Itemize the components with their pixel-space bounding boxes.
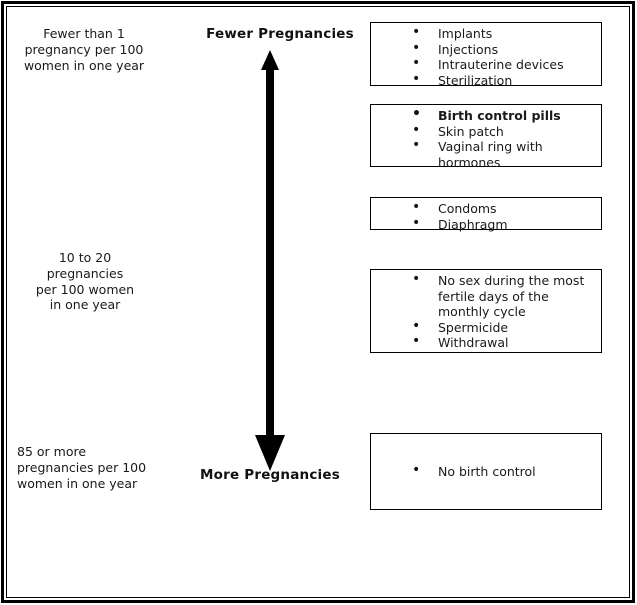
method-box-hormonal: Birth control pills Skin patch Vaginal r… [370,104,602,170]
method-item: Intrauterine devices [371,56,597,73]
rate-note-10-to-20: 10 to 20 pregnancies per 100 women in on… [35,250,135,313]
method-box-most-effective: Implants Injections Intrauterine devices… [370,22,602,88]
method-item: Sterilization [371,72,597,89]
method-item: Spermicide [371,319,597,336]
method-list: No birth control [371,463,601,480]
rate-note-fewer-than-1: Fewer than 1 pregnancy per 100 women in … [23,26,145,73]
method-list: Implants Injections Intrauterine devices… [371,23,601,90]
method-box-no-birth-control: No birth control [370,433,602,510]
method-list: Birth control pills Skin patch Vaginal r… [371,105,601,172]
method-list: No sex during the most fertile days of t… [371,270,601,353]
method-list: Condoms Diaphragm [371,198,601,234]
method-item: Skin patch [371,123,597,140]
inner-frame-border [6,6,630,598]
method-item: Diaphragm [371,216,597,233]
axis-label-more-pregnancies: More Pregnancies [200,467,340,483]
method-item: Implants [371,25,597,42]
method-item: No birth control [371,463,597,480]
pregnancy-axis-arrow-icon [240,44,300,476]
method-item: Injections [371,41,597,58]
method-box-barrier: Condoms Diaphragm [370,197,602,232]
rate-note-85-or-more: 85 or more pregnancies per 100 women in … [17,444,147,491]
method-item: Vaginal ring with hormones [371,138,597,170]
axis-label-fewer-pregnancies: Fewer Pregnancies [206,26,354,42]
method-box-behavioral: No sex during the most fertile days of t… [370,269,602,353]
method-item: Birth control pills [371,107,597,124]
method-item: Condoms [371,200,597,217]
method-item: Withdrawal [371,334,597,351]
method-item: No sex during the most fertile days of t… [371,272,597,320]
